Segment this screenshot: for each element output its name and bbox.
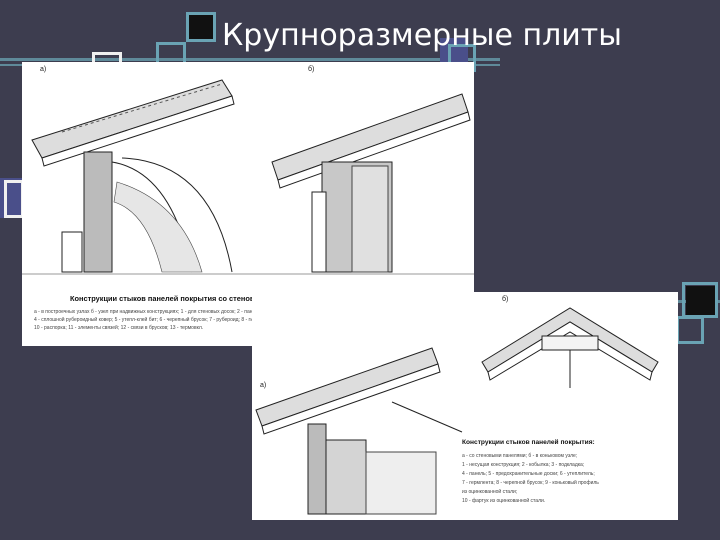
- frame-line-right: [640, 300, 720, 303]
- legend-line: 1 - несущая конструкция; 2 - кобылка; 3 …: [462, 462, 585, 468]
- deco-square-outline: [676, 316, 704, 344]
- legend-line: 10 - распорка; 11 - элементы связей; 12 …: [34, 325, 204, 331]
- figure-top-label-a: а): [40, 66, 47, 73]
- deco-square-outline: [682, 282, 718, 318]
- figure-top-caption: Конструкции стыков панелей покрытия со с…: [70, 294, 381, 303]
- figure-bottom-label-b: б): [502, 296, 509, 303]
- figure-bottom-legend: а - со стеновыми панелями; б - в коньков…: [462, 452, 674, 506]
- legend-line: а - в построечных узлах б - узел при над…: [34, 309, 335, 315]
- slide-title: Крупноразмерные плиты: [222, 18, 622, 53]
- frame-line-top: [0, 58, 500, 61]
- deco-square-black: [186, 12, 216, 42]
- figure-top-legend: а - в построечных узлах б - узел при над…: [34, 308, 464, 332]
- figure-top-drawing: [22, 79, 474, 275]
- deco-square-outline: [186, 12, 216, 42]
- legend-line: 4 - панель; 5 - предохранительные доски;…: [462, 471, 595, 477]
- figure-top: а) б) Конструкции стыков панелей покрыти…: [22, 62, 474, 346]
- legend-line: 4 - сплошной рубероидный ковер; 5 - утеп…: [34, 317, 341, 323]
- figure-bottom-drawing: [255, 307, 659, 515]
- figure-top-label-b: б): [308, 66, 315, 73]
- figure-bottom-label-a: а): [260, 382, 267, 389]
- deco-square-outline: [4, 180, 24, 218]
- figure-bottom: а) б) Конструкции стыков панелей покрыти…: [252, 292, 678, 520]
- legend-line: а - со стеновыми панелями; б - в коньков…: [462, 453, 578, 459]
- legend-line: из оцинкованной стали;: [462, 489, 518, 495]
- legend-line: 7 - гермлента; 8 - черепной брусок; 9 - …: [462, 480, 599, 486]
- legend-line: 10 - фартук из оцинкованной стали.: [462, 498, 546, 504]
- deco-square-blue: [440, 38, 468, 66]
- figure-bottom-caption: Конструкции стыков панелей покрытия:: [462, 439, 595, 446]
- deco-square-black: [686, 286, 716, 316]
